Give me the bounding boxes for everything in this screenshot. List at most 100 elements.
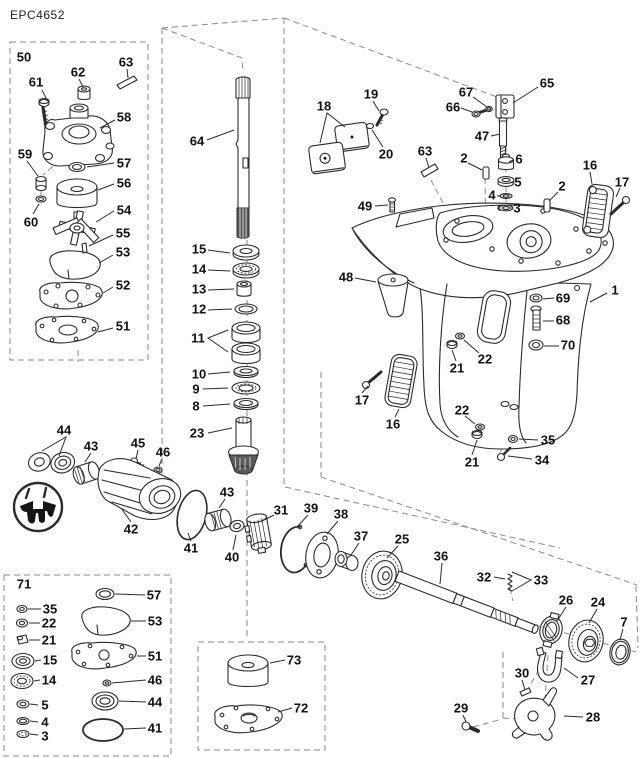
water-intake-grate-left — [384, 353, 419, 409]
callout-27[interactable]: 27 — [580, 672, 596, 688]
callout-65[interactable]: 65 — [539, 75, 555, 91]
callout-57b[interactable]: 57 — [146, 587, 162, 603]
callout-73[interactable]: 73 — [286, 652, 302, 668]
callout-16a[interactable]: 16 — [385, 416, 401, 432]
callout-61[interactable]: 61 — [28, 74, 44, 90]
callout-9[interactable]: 9 — [192, 381, 200, 397]
callout-56[interactable]: 56 — [116, 175, 132, 191]
callout-8[interactable]: 8 — [192, 398, 200, 414]
callout-32[interactable]: 32 — [476, 569, 492, 585]
callout-21a[interactable]: 21 — [449, 360, 465, 376]
callout-20[interactable]: 20 — [378, 146, 394, 162]
callout-57a[interactable]: 57 — [116, 155, 132, 171]
callout-58[interactable]: 58 — [116, 109, 132, 125]
driveshaft — [236, 76, 250, 239]
callout-50[interactable]: 50 — [16, 49, 32, 65]
bearing-7 — [608, 637, 633, 667]
callout-51a[interactable]: 51 — [115, 318, 131, 334]
callout-43b[interactable]: 43 — [219, 484, 235, 500]
callout-41a[interactable]: 41 — [183, 540, 199, 556]
callout-59[interactable]: 59 — [17, 146, 33, 162]
callout-29[interactable]: 29 — [453, 700, 469, 716]
callout-53b[interactable]: 53 — [147, 613, 163, 629]
callout-72[interactable]: 72 — [293, 700, 309, 716]
callout-5a[interactable]: 5 — [514, 174, 522, 190]
callout-31[interactable]: 31 — [273, 502, 289, 518]
callout-36[interactable]: 36 — [433, 548, 449, 564]
callout-66[interactable]: 66 — [445, 99, 461, 115]
callout-21c[interactable]: 21 — [41, 632, 57, 648]
callout-26[interactable]: 26 — [558, 592, 574, 608]
callout-23[interactable]: 23 — [189, 425, 205, 441]
callout-42[interactable]: 42 — [123, 521, 139, 537]
callout-44b[interactable]: 44 — [147, 694, 163, 710]
callout-33[interactable]: 33 — [533, 572, 549, 588]
callout-1[interactable]: 1 — [611, 282, 619, 298]
callout-35b[interactable]: 35 — [42, 601, 58, 617]
callout-39[interactable]: 39 — [303, 500, 319, 516]
callout-41b[interactable]: 41 — [147, 720, 163, 736]
callout-19[interactable]: 19 — [363, 86, 379, 102]
callout-21b[interactable]: 21 — [464, 454, 480, 470]
callout-69[interactable]: 69 — [555, 290, 571, 306]
callout-44a[interactable]: 44 — [56, 422, 72, 438]
callout-71[interactable]: 71 — [16, 576, 32, 592]
callout-13[interactable]: 13 — [191, 281, 207, 297]
callout-52[interactable]: 52 — [115, 277, 131, 293]
callout-17a[interactable]: 17 — [354, 392, 370, 408]
callout-22a[interactable]: 22 — [477, 351, 493, 367]
callout-7[interactable]: 7 — [620, 614, 628, 630]
callout-62[interactable]: 62 — [70, 64, 86, 80]
callout-28[interactable]: 28 — [585, 709, 601, 725]
callout-11[interactable]: 11 — [191, 330, 205, 346]
callout-3b[interactable]: 3 — [41, 728, 49, 744]
callout-15a[interactable]: 15 — [191, 241, 207, 257]
callout-35a[interactable]: 35 — [540, 432, 556, 448]
callout-48[interactable]: 48 — [338, 269, 354, 285]
callout-12[interactable]: 12 — [191, 301, 207, 317]
callout-55[interactable]: 55 — [115, 225, 131, 241]
callout-64[interactable]: 64 — [189, 133, 205, 149]
callout-45[interactable]: 45 — [130, 435, 146, 451]
callout-4a[interactable]: 4 — [488, 187, 496, 203]
callout-46b[interactable]: 46 — [147, 672, 163, 688]
callout-10[interactable]: 10 — [191, 366, 207, 382]
callout-54[interactable]: 54 — [116, 202, 132, 218]
callout-24[interactable]: 24 — [590, 594, 606, 610]
callout-2a[interactable]: 2 — [460, 150, 468, 166]
callout-25[interactable]: 25 — [394, 531, 410, 547]
callout-68[interactable]: 68 — [555, 312, 571, 328]
callout-63a[interactable]: 63 — [118, 54, 134, 70]
callout-30[interactable]: 30 — [514, 665, 530, 681]
callout-34[interactable]: 34 — [534, 452, 550, 468]
bearing-cup-11b — [232, 343, 260, 364]
callout-16b[interactable]: 16 — [582, 157, 598, 173]
callout-38[interactable]: 38 — [333, 506, 349, 522]
callout-47[interactable]: 47 — [474, 128, 490, 144]
needle-bearing-43a — [71, 460, 101, 485]
callout-40[interactable]: 40 — [224, 549, 240, 565]
callout-37[interactable]: 37 — [353, 528, 369, 544]
pivot-pin-30 — [520, 688, 531, 696]
callout-53a[interactable]: 53 — [115, 244, 131, 260]
callout-63b[interactable]: 63 — [417, 143, 433, 159]
callout-46a[interactable]: 46 — [155, 444, 171, 460]
callout-2b[interactable]: 2 — [558, 178, 566, 194]
callout-6[interactable]: 6 — [515, 151, 523, 167]
callout-15b[interactable]: 15 — [42, 652, 58, 668]
callout-4b[interactable]: 4 — [41, 714, 49, 730]
callout-14b[interactable]: 14 — [41, 672, 57, 688]
callout-22b[interactable]: 22 — [454, 402, 470, 418]
callout-5b[interactable]: 5 — [41, 697, 49, 713]
callout-67[interactable]: 67 — [458, 84, 474, 100]
callout-60[interactable]: 60 — [23, 214, 39, 230]
callout-43a[interactable]: 43 — [83, 438, 99, 454]
callout-51b[interactable]: 51 — [147, 648, 163, 664]
callout-49[interactable]: 49 — [357, 198, 373, 214]
callout-14a[interactable]: 14 — [191, 261, 207, 277]
callout-70[interactable]: 70 — [560, 337, 576, 353]
callout-17b[interactable]: 17 — [614, 174, 630, 190]
callout-22c[interactable]: 22 — [41, 615, 57, 631]
callout-18[interactable]: 18 — [316, 98, 332, 114]
callout-3a[interactable]: 3 — [513, 200, 521, 216]
